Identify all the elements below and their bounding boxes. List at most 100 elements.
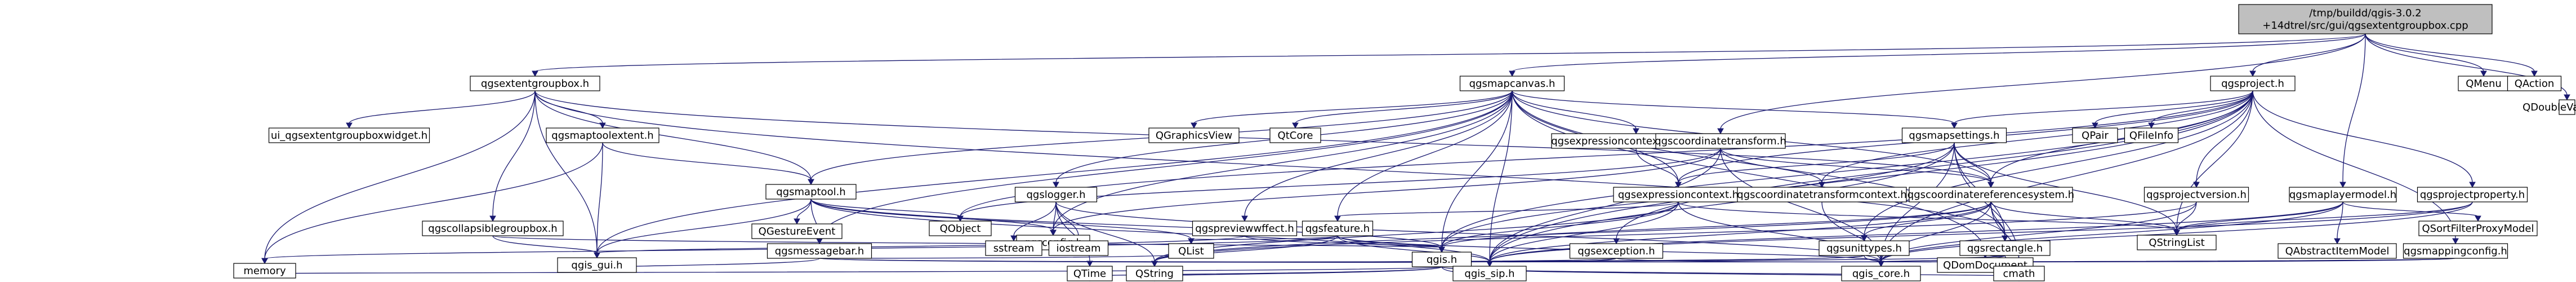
edge-qgsmapcanvas_h-to-qdomdocument	[1512, 90, 1986, 254]
edge-root-to-qmenu	[2365, 33, 2484, 72]
node-root[interactable]: /tmp/buildd/qgis-3.0.2+14dtrel/src/gui/q…	[2238, 4, 2493, 34]
node-box	[2124, 127, 2179, 143]
node-qgsmaptool-h[interactable]: qgsmaptool.h	[765, 184, 857, 200]
edge-qgsmaptoolextent_h-to-memory	[264, 142, 603, 259]
node-box	[1302, 221, 1374, 236]
node-qstringlist[interactable]: QStringList	[2137, 235, 2217, 250]
node-box	[2559, 99, 2575, 115]
node-qgis-h[interactable]: qgis.h	[1411, 252, 1472, 267]
node-box	[1048, 240, 1109, 256]
node-qgsmaptoolextent-h[interactable]: qgsmaptoolextent.h	[546, 127, 659, 143]
edge-arrowhead	[1188, 238, 1195, 245]
node-qgis-gui-h[interactable]: qgis_gui.h	[557, 257, 637, 273]
node-memory[interactable]: memory	[233, 263, 296, 279]
node-box	[557, 257, 637, 273]
node-qgsmaplayermodel-h[interactable]: qgsmaplayermodel.h	[2289, 187, 2397, 202]
node-qmenu[interactable]: QMenu	[2458, 76, 2510, 91]
edge-arrowhead	[1633, 128, 1639, 135]
node-label: memory	[243, 265, 286, 277]
node-box	[1655, 133, 1786, 149]
node-qtcore[interactable]: QtCore	[1269, 127, 1321, 143]
node-label: qgsproject.h	[2221, 78, 2284, 90]
edge-qgsprojectversion_h-to-qstringlist	[2176, 201, 2197, 231]
node-qsortfilterproxymodel[interactable]: QSortFilterProxyModel	[2418, 221, 2538, 236]
node-qgscoordinatetransformcontext-h[interactable]: qgscoordinatetransformcontext.h	[1737, 187, 1907, 202]
node-qgslogger-h[interactable]: qgslogger.h	[1014, 187, 1098, 202]
node-qgsmapcanvas-h[interactable]: qgsmapcanvas.h	[1459, 76, 1565, 91]
node-qgsexpressioncontext-h[interactable]: qgsexpressioncontext.h	[1613, 187, 1744, 202]
edge-arrowhead	[1987, 182, 1994, 188]
edge-qgscoordinatetransform_h-to-qobject	[960, 148, 1721, 217]
edge-qgslogger_h-to-qgsconfig_h	[1053, 201, 1057, 231]
node-qaction[interactable]: QAction	[2507, 76, 2562, 91]
node-qgsproject-h[interactable]: qgsproject.h	[2210, 76, 2296, 91]
node-qpair[interactable]: QPair	[2072, 127, 2118, 143]
edge-arrowhead	[2452, 238, 2459, 245]
edge-qgscoordinatetransform_h-to-qgscoordinatereferencesystem_h	[1720, 148, 1991, 183]
node-qgis-sip-h[interactable]: qgis_sip.h	[1452, 266, 1527, 281]
node-qtime[interactable]: QTime	[1067, 266, 1113, 281]
edge-qgsmapcanvas_h-to-qgis_h	[1441, 90, 1513, 248]
node-qdoublevalidator[interactable]: QDoubleValidator	[2522, 99, 2576, 115]
node-label: QString	[1135, 268, 1174, 280]
edge-qgsmaptool_h-to-qgis_gui_h	[596, 199, 812, 254]
edge-arrowhead	[532, 70, 538, 77]
edge-arrowhead	[1292, 122, 1299, 129]
node-qgsmappingconfig-h[interactable]: qgsmappingconfig.h	[2403, 243, 2508, 259]
node-qgestureevent[interactable]: QGestureEvent	[751, 223, 843, 239]
node-qabstractitemmodel[interactable]: QAbstractItemModel	[2278, 243, 2397, 259]
node-box	[2418, 221, 2538, 236]
edge-qgsproject_h-to-qgsprojectversion_h	[2196, 90, 2253, 183]
node-label: iostream	[1056, 243, 1100, 254]
node-qgsprojectproperty-h[interactable]: qgsprojectproperty.h	[2417, 187, 2528, 202]
node-qgsexception-h[interactable]: qgsexception.h	[1569, 243, 1664, 259]
node-sstream[interactable]: sstream	[985, 240, 1042, 256]
edge-qgis_h-to-memory	[264, 266, 1442, 274]
node-qgsextentgroupbox-h[interactable]: qgsextentgroupbox.h	[470, 76, 600, 91]
node-qgis-core-h[interactable]: qgis_core.h	[1841, 266, 1921, 281]
node-box	[546, 127, 659, 143]
edge-qgsmaplayermodel_h-to-qgis_core_h	[1880, 201, 2343, 262]
edge-qgsmapcanvas_h-to-qtcore	[1295, 90, 1513, 124]
node-qgsrectangle-h[interactable]: qgsrectangle.h	[1959, 240, 2051, 256]
node-qlist[interactable]: QList	[1168, 243, 1214, 259]
edge-qgsmaplayermodel_h-to-qabstractitemmodel	[2337, 201, 2343, 240]
edge-qgsproject_h-to-qgis_sip_h	[1489, 90, 2253, 262]
node-box	[1909, 187, 2073, 202]
node-cmath[interactable]: cmath	[1993, 266, 2045, 281]
node-qgsfeature-h[interactable]: qgsfeature.h	[1302, 221, 1374, 236]
edge-qgsproject_h-to-qgscoordinatetransformcontext_h	[1821, 90, 2253, 183]
node-label: qgsexception.h	[1577, 245, 1655, 257]
edge-arrowhead	[816, 238, 823, 245]
node-qgscollapsiblegroupbox-h[interactable]: qgscollapsiblegroupbox.h	[422, 221, 564, 236]
node-qgsmessagebar-h[interactable]: qgsmessagebar.h	[766, 243, 872, 259]
edge-qgsproject_h-to-qgis_core_h	[1880, 90, 2253, 262]
node-qgsprojectversion-h[interactable]: qgsprojectversion.h	[2143, 187, 2249, 202]
node-qgsmapsettings-h[interactable]: qgsmapsettings.h	[1901, 127, 2007, 143]
edge-root-to-qgsmaplayermodel_h	[2342, 33, 2366, 183]
node-ui-qgsextentgroupboxwidget-h[interactable]: ui_qgsextentgroupboxwidget.h	[268, 127, 430, 143]
node-qstring[interactable]: QString	[1126, 266, 1183, 281]
node-label: qgsprojectproperty.h	[2420, 189, 2525, 201]
node-qobject[interactable]: QObject	[929, 221, 992, 236]
node-label: qgscoordinatetransformcontext.h	[1737, 189, 1906, 201]
node-qgraphicsview[interactable]: QGraphicsView	[1148, 127, 1240, 143]
node-label: qgis_sip.h	[1464, 268, 1514, 280]
node-box	[2072, 127, 2118, 143]
node-qgspreviewwffect-h[interactable]: qgspreviewwffect.h	[1192, 221, 1298, 236]
edge-arrowhead	[1334, 215, 1341, 222]
edge-arrowhead	[1050, 230, 1057, 236]
edge-arrowhead	[1241, 215, 1248, 222]
node-qfileinfo[interactable]: QFileInfo	[2124, 127, 2179, 143]
edge-arrowhead	[794, 218, 800, 225]
edge-qgscoordinatetransform_h-to-qgscoordinatetransformcontext_h	[1720, 148, 1822, 183]
node-qgscoordinatereferencesystem-h[interactable]: qgscoordinatereferencesystem.h	[1908, 187, 2074, 202]
node-qgscoordinatetransform-h[interactable]: qgscoordinatetransform.h	[1655, 133, 1786, 149]
node-label: QGraphicsView	[1156, 130, 1232, 142]
edge-qgsproject_h-to-qgsexception_h	[1616, 90, 2253, 240]
node-iostream[interactable]: iostream	[1048, 240, 1109, 256]
node-qgsunittypes-h[interactable]: qgsunittypes.h	[1819, 240, 1910, 256]
node-label: qgsmaplayermodel.h	[2289, 189, 2396, 201]
edge-qgsmapsettings_h-to-qgsexpressioncontext_h	[1678, 142, 1955, 183]
node-label: qgsrectangle.h	[1967, 243, 2043, 254]
